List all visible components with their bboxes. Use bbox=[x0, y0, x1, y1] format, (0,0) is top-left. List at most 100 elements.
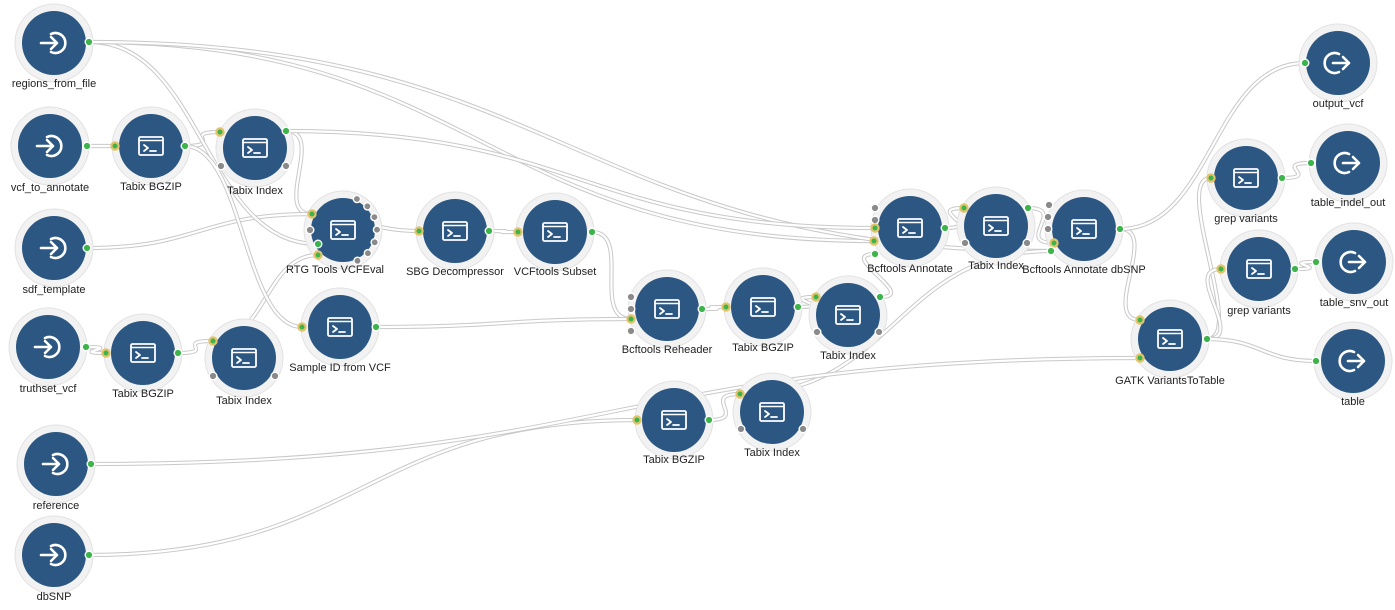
port-sbg-decompressor-0[interactable] bbox=[414, 226, 424, 236]
node-tabix-index-5[interactable] bbox=[732, 372, 812, 452]
node-tabix-index-3[interactable] bbox=[808, 275, 888, 355]
node-bcftools-annotate[interactable] bbox=[869, 188, 950, 268]
edge-bcftools_annotate_dbsnp-to-gatk_variantstotable[interactable] bbox=[1119, 226, 1141, 323]
port-rtg-vcfeval-out-6[interactable] bbox=[353, 256, 362, 266]
port-rtg-vcfeval-out-1[interactable] bbox=[363, 201, 372, 211]
edge-bcftools_annotate-to-tabix_index_4[interactable] bbox=[944, 205, 965, 231]
port-tabix-index-4-3[interactable] bbox=[1022, 238, 1032, 248]
port-tabix-bgzip-1-1[interactable] bbox=[180, 141, 190, 151]
node-table-indel-out[interactable] bbox=[1306, 123, 1388, 203]
edge-regions_from_file-to-rtg_vcfeval[interactable] bbox=[88, 39, 319, 247]
port-gatk-variantstotable-1[interactable] bbox=[1135, 353, 1145, 363]
node-tabix-bgzip-4[interactable] bbox=[632, 380, 714, 460]
node-vcftools-subset[interactable] bbox=[513, 192, 597, 272]
port-tabix-index-1-2[interactable] bbox=[281, 126, 291, 136]
port-tabix-bgzip-2-1[interactable] bbox=[173, 348, 183, 358]
edge-sbg_decompressor-to-vcftools_subset[interactable] bbox=[488, 228, 519, 235]
port-grep-variants-2-1[interactable] bbox=[1290, 264, 1300, 274]
port-bcftools-annotate-0[interactable] bbox=[870, 203, 880, 213]
node-vcf-to-annotate[interactable] bbox=[10, 106, 92, 186]
edge-grep_variants_1-to-table_indel_out[interactable] bbox=[1281, 160, 1312, 181]
port-tabix-index-1-3[interactable] bbox=[281, 161, 291, 171]
port-tabix-index-4-0[interactable] bbox=[959, 203, 969, 213]
port-tabix-index-3-3[interactable] bbox=[874, 327, 884, 337]
port-tabix-index-3-1[interactable] bbox=[812, 327, 822, 337]
port-sbg-decompressor-1[interactable] bbox=[484, 226, 494, 236]
node-grep-variants-1[interactable] bbox=[1206, 138, 1287, 218]
node-dbSNP[interactable] bbox=[14, 515, 94, 595]
port-gatk-variantstotable-2[interactable] bbox=[1202, 334, 1212, 344]
port-tabix-bgzip-3-0[interactable] bbox=[721, 302, 731, 312]
node-tabix-bgzip-1[interactable] bbox=[110, 106, 191, 186]
port-bcftools-annotate-dbsnp-2[interactable] bbox=[1043, 224, 1053, 234]
edge-sample_id_from_vcf-to-bcftools_reheader[interactable] bbox=[375, 316, 632, 330]
port-bcftools-reheader-3[interactable] bbox=[626, 326, 636, 336]
port-bcftools-annotate-dbsnp-1[interactable] bbox=[1043, 212, 1053, 222]
edge-bcftools_reheader-to-tabix_bgzip_3[interactable] bbox=[701, 304, 727, 312]
port-grep-variants-1-0[interactable] bbox=[1206, 173, 1216, 183]
node-sample-id-from-vcf[interactable] bbox=[297, 287, 381, 367]
port-bcftools-annotate-1[interactable] bbox=[870, 215, 880, 225]
node-tabix-index-1[interactable] bbox=[215, 108, 295, 188]
port-rtg-vcfeval-3[interactable] bbox=[313, 250, 323, 260]
port-tabix-index-2-0[interactable] bbox=[208, 336, 218, 346]
port-gatk-variantstotable-0[interactable] bbox=[1135, 315, 1145, 325]
port-bcftools-reheader-2[interactable] bbox=[626, 314, 636, 324]
node-bcftools-reheader[interactable] bbox=[626, 269, 707, 349]
port-sample-id-from-vcf-0[interactable] bbox=[297, 322, 307, 332]
port-table-0[interactable] bbox=[1311, 356, 1321, 366]
port-regions-from-file-0[interactable] bbox=[84, 37, 94, 47]
port-rtg-vcfeval-out-5[interactable] bbox=[363, 248, 373, 258]
port-tabix-bgzip-3-1[interactable] bbox=[793, 302, 803, 312]
edge-gatk_variantstotable-to-table[interactable] bbox=[1206, 336, 1317, 364]
port-vcftools-subset-1[interactable] bbox=[587, 227, 597, 237]
port-table-indel-out-0[interactable] bbox=[1306, 158, 1316, 168]
port-tabix-index-5-1[interactable] bbox=[736, 424, 746, 434]
node-sbg-decompressor[interactable] bbox=[414, 191, 495, 271]
port-bcftools-annotate-dbsnp-0[interactable] bbox=[1044, 200, 1054, 210]
port-tabix-index-3-2[interactable] bbox=[875, 292, 885, 302]
node-truthset-vcf[interactable] bbox=[8, 307, 91, 387]
port-vcftools-subset-0[interactable] bbox=[513, 227, 523, 237]
edge-vcftools_subset-to-bcftools_reheader[interactable] bbox=[591, 229, 632, 322]
port-reference-0[interactable] bbox=[86, 459, 96, 469]
edge-tabix_bgzip_4-to-tabix_index_5[interactable] bbox=[708, 391, 741, 423]
port-dbSNP-0[interactable] bbox=[84, 550, 94, 560]
edge-dbSNP-to-tabix_bgzip_4[interactable] bbox=[88, 417, 638, 558]
edge-tabix_index_4-to-bcftools_annotate_dbsnp[interactable] bbox=[1027, 205, 1055, 246]
port-truthset-vcf-0[interactable] bbox=[81, 342, 91, 352]
edge-tabix_index_3-to-bcftools_annotate[interactable] bbox=[861, 251, 894, 300]
port-bcftools-annotate-3[interactable] bbox=[869, 236, 879, 246]
node-table-snv-out[interactable] bbox=[1311, 222, 1394, 302]
port-rtg-vcfeval-2[interactable] bbox=[313, 239, 323, 249]
node-sdf-template[interactable] bbox=[14, 208, 94, 288]
port-tabix-index-4-2[interactable] bbox=[1023, 203, 1033, 213]
port-tabix-index-5-0[interactable] bbox=[735, 389, 745, 399]
node-table[interactable] bbox=[1311, 321, 1393, 401]
port-vcf-to-annotate-0[interactable] bbox=[82, 141, 92, 151]
edge-tabix_index_1-to-rtg_vcfeval[interactable] bbox=[285, 128, 313, 217]
node-tabix-bgzip-2[interactable] bbox=[101, 313, 183, 393]
edge-sdf_template-to-rtg_vcfeval[interactable] bbox=[86, 211, 313, 251]
node-rtg-vcfeval[interactable] bbox=[303, 190, 383, 270]
port-tabix-bgzip-2-0[interactable] bbox=[101, 348, 111, 358]
port-bcftools-annotate-5[interactable] bbox=[940, 223, 950, 233]
node-tabix-index-4[interactable] bbox=[956, 186, 1036, 266]
port-tabix-index-2-1[interactable] bbox=[208, 371, 218, 381]
node-tabix-index-2[interactable] bbox=[204, 318, 284, 398]
port-bcftools-annotate-dbsnp-3[interactable] bbox=[1049, 238, 1059, 248]
port-tabix-bgzip-4-1[interactable] bbox=[704, 415, 714, 425]
node-bcftools-annotate-dbsnp[interactable] bbox=[1043, 189, 1125, 269]
port-tabix-index-1-0[interactable] bbox=[215, 127, 225, 137]
edge-regions_from_file-to-bcftools_annotate_dbsnp[interactable] bbox=[88, 39, 1052, 254]
port-rtg-vcfeval-1[interactable] bbox=[305, 225, 315, 235]
port-sample-id-from-vcf-1[interactable] bbox=[371, 322, 381, 332]
port-grep-variants-1-1[interactable] bbox=[1277, 173, 1287, 183]
port-tabix-index-2-2[interactable] bbox=[270, 371, 280, 381]
node-output-vcf[interactable] bbox=[1298, 23, 1378, 103]
edge-truthset_vcf-to-tabix_bgzip_2[interactable] bbox=[85, 344, 107, 356]
port-tabix-index-4-1[interactable] bbox=[960, 238, 970, 248]
port-tabix-index-3-0[interactable] bbox=[811, 292, 821, 302]
edge-gatk_variantstotable-to-grep_variants_1[interactable] bbox=[1196, 175, 1222, 342]
